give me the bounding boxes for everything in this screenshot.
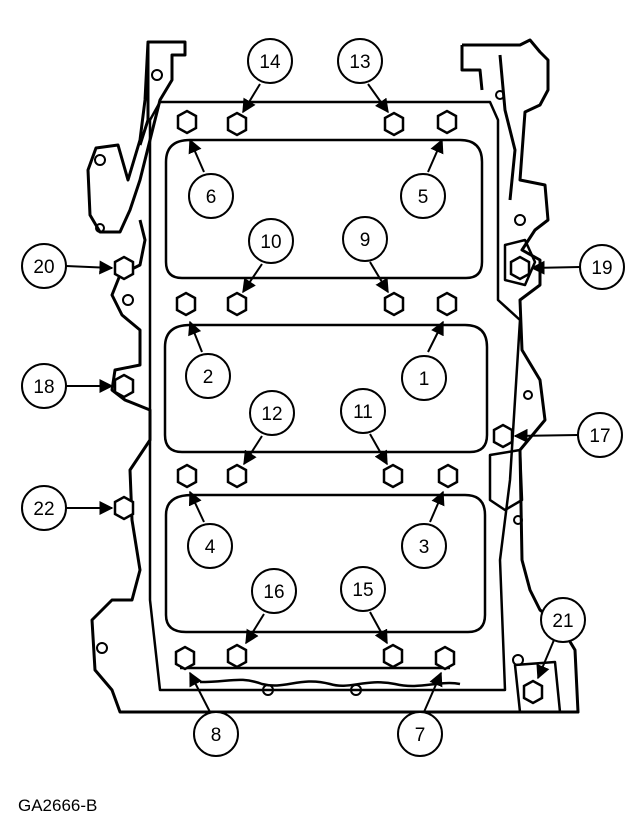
leader-4	[188, 490, 205, 523]
bolt-heads	[113, 109, 544, 705]
bolt-21	[522, 679, 544, 705]
callout-12: 12	[249, 390, 295, 436]
callout-8: 8	[193, 711, 239, 757]
leader-9	[369, 261, 389, 294]
bolt-22	[113, 495, 135, 521]
callout-3: 3	[401, 523, 447, 569]
callout-21: 21	[540, 597, 586, 643]
svg-text:22: 22	[33, 499, 54, 520]
bolt-15	[382, 643, 404, 669]
svg-text:20: 20	[33, 257, 54, 278]
bottom-right-boss	[513, 660, 562, 714]
callout-1: 1	[401, 355, 447, 401]
svg-text:6: 6	[206, 187, 217, 208]
leader-13	[367, 83, 389, 114]
callout-5: 5	[400, 173, 446, 219]
svg-text:12: 12	[261, 404, 282, 425]
small-holes	[94, 69, 533, 696]
callout-18: 18	[21, 363, 67, 409]
leader-7	[423, 671, 443, 713]
svg-text:2: 2	[203, 367, 214, 388]
bolt-1	[436, 291, 458, 317]
leader-5	[427, 138, 444, 173]
callout-15: 15	[340, 566, 386, 612]
svg-text:13: 13	[349, 52, 370, 73]
bolt-13	[383, 111, 405, 137]
leader-14	[242, 83, 261, 114]
chamber-upper	[164, 138, 484, 280]
bolt-8	[174, 645, 196, 671]
svg-text:3: 3	[419, 537, 430, 558]
svg-text:10: 10	[260, 232, 281, 253]
bolt-20	[113, 255, 135, 281]
figure-id: GA2666-B	[18, 796, 98, 815]
leader-15	[369, 611, 388, 645]
svg-text:11: 11	[353, 402, 373, 423]
svg-text:17: 17	[589, 426, 610, 447]
bolt-17	[492, 423, 514, 449]
chamber-lower	[164, 493, 487, 634]
callout-22: 22	[21, 485, 67, 531]
bolt-11	[382, 463, 404, 489]
callout-20: 20	[21, 243, 67, 289]
callout-11: 11	[340, 388, 386, 434]
leader-11	[369, 433, 388, 466]
leader-21	[536, 639, 555, 680]
callout-2: 2	[185, 353, 231, 399]
svg-text:5: 5	[418, 187, 429, 208]
bolt-9	[383, 291, 405, 317]
leader-16	[245, 613, 265, 645]
leader-1	[427, 320, 444, 353]
leader-6	[188, 138, 205, 173]
svg-text:8: 8	[211, 725, 222, 746]
leader-2	[188, 320, 203, 353]
svg-text:9: 9	[360, 230, 371, 251]
leader-17	[513, 428, 579, 443]
svg-text:16: 16	[263, 582, 284, 603]
bolt-18	[113, 373, 135, 399]
bolt-10	[226, 291, 248, 317]
chamber-middle	[163, 323, 489, 454]
callout-4: 4	[187, 523, 233, 569]
callout-9: 9	[342, 216, 388, 262]
leader-3	[429, 490, 445, 523]
callout-17: 17	[577, 412, 623, 458]
bolt-16	[226, 643, 248, 669]
gasket-outer	[148, 100, 522, 692]
svg-text:4: 4	[205, 537, 216, 558]
lower-right-pocket	[488, 448, 524, 512]
leader-8	[189, 671, 211, 713]
leader-lines	[65, 83, 581, 713]
leader-20	[65, 260, 114, 275]
callout-7: 7	[397, 711, 443, 757]
bolt-5	[436, 109, 458, 135]
svg-text:1: 1	[419, 369, 430, 390]
bolt-7	[434, 645, 456, 671]
bolt-14	[226, 111, 248, 137]
svg-text:18: 18	[33, 377, 54, 398]
callout-16: 16	[251, 568, 297, 614]
svg-text:15: 15	[352, 580, 373, 601]
bolt-19	[509, 255, 531, 281]
callout-14: 14	[247, 38, 293, 84]
callout-13: 13	[337, 38, 383, 84]
svg-text:7: 7	[415, 725, 426, 746]
bottom-rail-lobes	[199, 678, 461, 688]
leader-19	[530, 260, 581, 275]
leader-10	[242, 263, 263, 294]
svg-text:19: 19	[591, 258, 612, 279]
callout-19: 19	[579, 244, 625, 290]
callout-6: 6	[188, 173, 234, 219]
callout-10: 10	[248, 218, 294, 264]
leader-12	[243, 435, 263, 466]
svg-text:14: 14	[259, 52, 281, 73]
bolt-12	[226, 463, 248, 489]
bolt-6	[176, 109, 198, 135]
bolt-2	[175, 291, 197, 317]
bolt-3	[437, 463, 459, 489]
callouts: 14 13 6 5 10 9 20 19 2 1 18 12 11 17 22 …	[21, 38, 625, 757]
svg-text:21: 21	[552, 611, 573, 632]
bolt-4	[176, 463, 198, 489]
